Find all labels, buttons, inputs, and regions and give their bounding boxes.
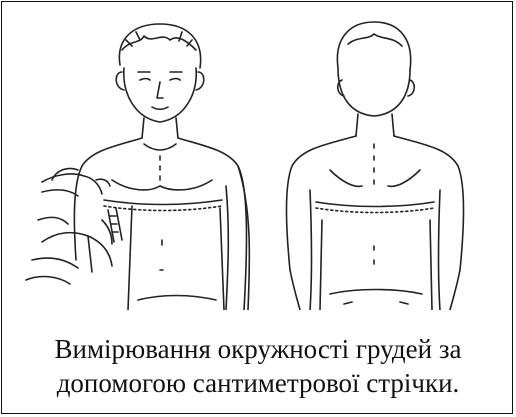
- figure-caption: Вимірювання окружності грудей за допомог…: [2, 332, 514, 400]
- front-view-figure: [26, 24, 249, 310]
- caption-line-2: допомогою сантиметрової стрічки.: [2, 366, 514, 400]
- back-view-figure: [287, 22, 464, 310]
- caption-line-1: Вимірювання окружності грудей за: [2, 332, 514, 366]
- chest-measurement-illustration: [12, 10, 508, 310]
